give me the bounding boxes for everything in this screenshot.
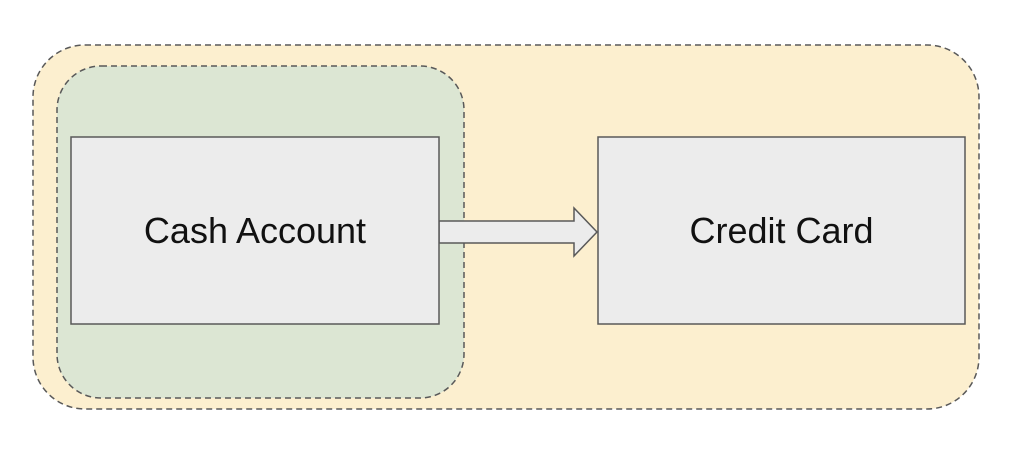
credit-card-text: Credit Card	[689, 209, 874, 251]
cash-account-box	[70, 136, 440, 325]
arrow-cash-to-credit	[438, 206, 599, 258]
credit-card-label: Credit Card	[598, 137, 965, 324]
cash-account-text: Cash Account	[143, 209, 367, 251]
credit-card-box	[597, 136, 966, 325]
cash-account-label: Cash Account	[71, 137, 439, 324]
